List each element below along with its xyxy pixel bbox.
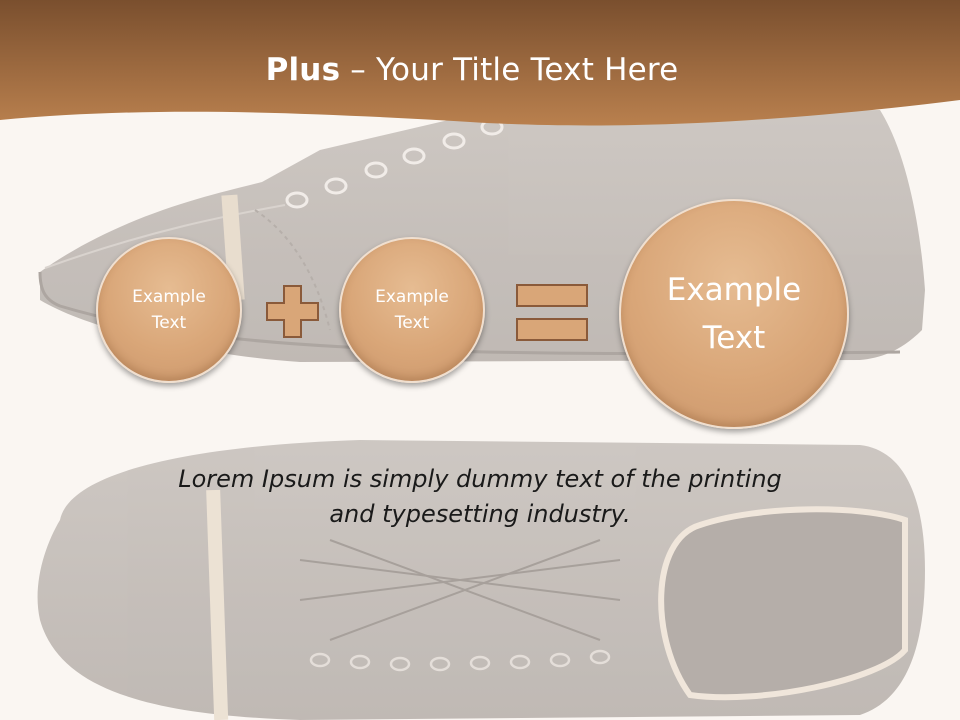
body-text: Lorem Ipsum is simply dummy text of the … xyxy=(178,465,782,528)
equals-icon xyxy=(516,284,588,341)
slide-title: Plus – Your Title Text Here xyxy=(0,52,944,88)
example-circle-1: Example Text xyxy=(96,237,242,383)
title-bold: Plus xyxy=(265,52,341,88)
example-circle-result: Example Text xyxy=(619,199,849,429)
circle-3-text: Example Text xyxy=(666,271,802,356)
plus-icon xyxy=(266,285,319,338)
circle-1-text: Example Text xyxy=(132,286,206,333)
header-band xyxy=(0,0,960,126)
example-circle-2: Example Text xyxy=(339,237,485,383)
shoe-top-image xyxy=(37,440,926,720)
title-rest: – Your Title Text Here xyxy=(340,52,679,88)
circle-2-text: Example Text xyxy=(375,286,449,333)
